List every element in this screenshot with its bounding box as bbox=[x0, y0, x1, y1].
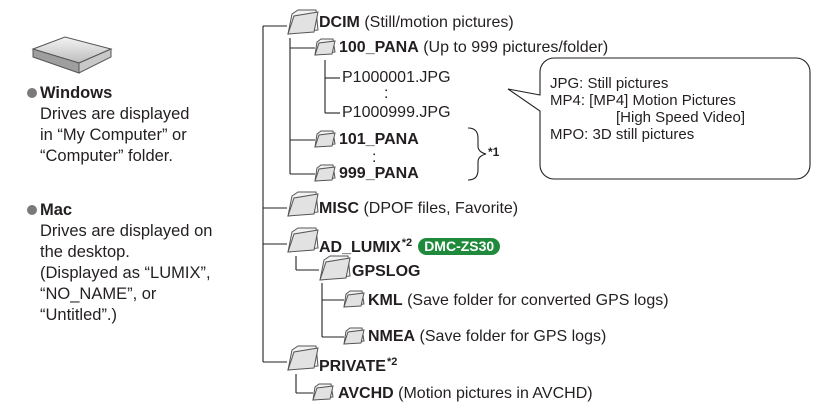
file-ellipsis: : bbox=[384, 85, 389, 102]
windows-line: Drives are displayed bbox=[40, 105, 190, 123]
windows-title: Windows bbox=[40, 84, 113, 102]
folder-icon bbox=[314, 130, 336, 148]
footnote-mark: *1 bbox=[488, 145, 500, 159]
folder-icon bbox=[287, 345, 319, 371]
folder-icon bbox=[287, 227, 319, 253]
callout-text: JPG: Still pictures MP4: [MP4] Motion Pi… bbox=[550, 75, 745, 143]
folder-private: PRIVATE*2 bbox=[319, 353, 397, 376]
footnote-sup: *2 bbox=[401, 237, 413, 249]
folder-icon bbox=[314, 38, 336, 56]
folder-name: GPSLOG bbox=[352, 263, 421, 280]
folder-icon bbox=[287, 191, 319, 217]
folder-ellipsis: : bbox=[372, 149, 377, 166]
file-first: P1000001.JPG bbox=[342, 69, 451, 86]
folder-desc: (Save folder for GPS logs) bbox=[415, 328, 607, 345]
folder-101-pana: 101_PANA bbox=[339, 130, 419, 149]
folder-name: KML bbox=[368, 292, 403, 309]
folder-100-pana: 100_PANA (Up to 999 pictures/folder) bbox=[339, 38, 608, 57]
folder-desc: (Up to 999 pictures/folder) bbox=[418, 39, 609, 56]
folder-ad-lumix: AD_LUMIX*2 DMC-ZS30 bbox=[319, 234, 501, 257]
footnote-sup: *2 bbox=[386, 356, 398, 368]
folder-name: 100_PANA bbox=[339, 39, 419, 56]
folder-desc: (Save folder for converted GPS logs) bbox=[402, 292, 669, 309]
windows-line: in “My Computer” or bbox=[40, 126, 187, 144]
drive-icon bbox=[31, 36, 113, 74]
model-badge: DMC-ZS30 bbox=[418, 238, 501, 255]
folder-icon bbox=[287, 9, 319, 35]
mac-line: the desktop. bbox=[40, 243, 130, 261]
folder-desc: (DPOF files, Favorite) bbox=[359, 200, 519, 217]
folder-name: AD_LUMIX bbox=[319, 239, 401, 256]
folder-kml: KML (Save folder for converted GPS logs) bbox=[368, 291, 669, 310]
file-last: P1000999.JPG bbox=[342, 104, 451, 121]
folder-icon bbox=[319, 255, 351, 281]
folder-gpslog: GPSLOG bbox=[352, 262, 420, 281]
callout-line: MPO: 3D still pictures bbox=[550, 126, 695, 143]
folder-name: DCIM bbox=[319, 14, 360, 31]
folder-icon bbox=[343, 290, 365, 308]
folder-misc: MISC (DPOF files, Favorite) bbox=[319, 199, 518, 218]
bullet-icon bbox=[27, 88, 37, 98]
mac-line: “NO_NAME”, or bbox=[40, 285, 157, 303]
folder-icon bbox=[343, 327, 365, 345]
windows-section: Windows Drives are displayed in “My Comp… bbox=[27, 83, 189, 167]
folder-name: PRIVATE bbox=[319, 358, 386, 375]
folder-desc: (Still/motion pictures) bbox=[359, 14, 514, 31]
windows-line: “Computer” folder. bbox=[40, 147, 173, 165]
folder-name: NMEA bbox=[368, 328, 416, 345]
mac-section: Mac Drives are displayed on the desktop.… bbox=[27, 200, 212, 326]
mac-line: Drives are displayed on bbox=[40, 222, 213, 240]
callout-line: MP4: [MP4] Motion Pictures bbox=[550, 92, 736, 109]
folder-name: AVCHD bbox=[338, 385, 394, 402]
mac-title: Mac bbox=[40, 201, 73, 219]
bullet-icon bbox=[27, 205, 37, 215]
folder-desc: (Motion pictures in AVCHD) bbox=[393, 385, 593, 402]
folder-name: 999_PANA bbox=[339, 165, 419, 182]
mac-line: “Untitled”.) bbox=[40, 306, 118, 324]
callout-line: [High Speed Video] bbox=[616, 109, 745, 126]
folder-nmea: NMEA (Save folder for GPS logs) bbox=[368, 327, 606, 346]
folder-icon bbox=[314, 164, 336, 182]
folder-icon bbox=[312, 383, 334, 401]
folder-999-pana: 999_PANA bbox=[339, 164, 419, 183]
mac-line: (Displayed as “LUMIX”, bbox=[40, 264, 211, 282]
folder-avchd: AVCHD (Motion pictures in AVCHD) bbox=[338, 384, 593, 403]
folder-name: 101_PANA bbox=[339, 131, 419, 148]
folder-dcim: DCIM (Still/motion pictures) bbox=[319, 13, 514, 32]
callout-line: JPG: Still pictures bbox=[550, 75, 669, 92]
folder-name: MISC bbox=[319, 200, 359, 217]
